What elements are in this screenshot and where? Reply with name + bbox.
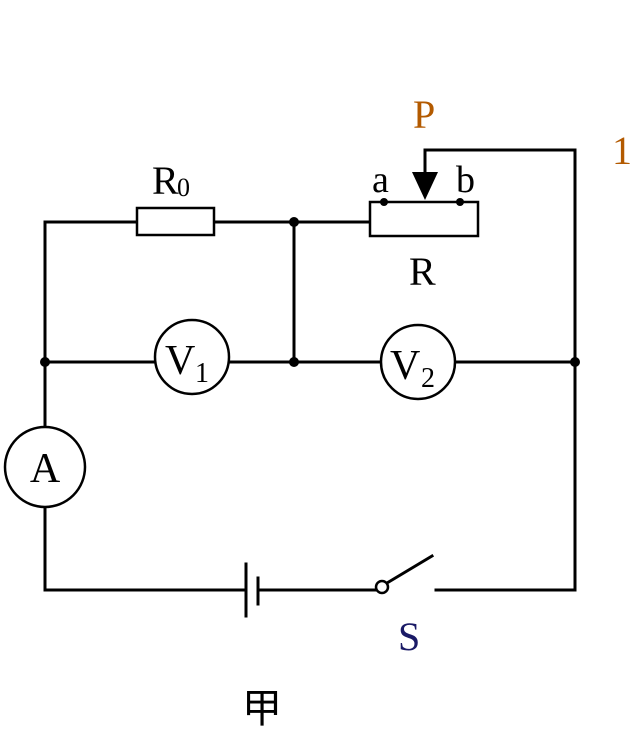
switch-label: S	[398, 614, 420, 659]
wires	[43, 148, 577, 592]
switch	[374, 553, 435, 595]
rheostat-end-a-dot	[380, 198, 388, 206]
slider-arrow	[412, 172, 438, 200]
battery	[244, 562, 260, 618]
rheostat-end-a-label: a	[372, 159, 389, 201]
junction-left	[40, 357, 50, 367]
resistor-r0	[135, 206, 216, 237]
voltmeter-v2-label: V	[390, 343, 420, 389]
corner-mark-label: 1	[612, 128, 632, 173]
voltmeter-v2	[379, 323, 457, 401]
junction-mid-bottom	[289, 357, 299, 367]
voltmeter-v1-label: V	[165, 338, 195, 384]
slider-label-p: P	[413, 92, 435, 137]
figure-caption: 甲	[242, 686, 282, 732]
rheostat-label: R	[409, 249, 436, 294]
r0-label: R	[152, 158, 179, 203]
ammeter	[3, 425, 87, 509]
junction-mid-top	[289, 217, 299, 227]
voltmeter-v2-subscript: 2	[421, 363, 435, 394]
rheostat-end-b-dot	[456, 198, 464, 206]
rheostat-r	[368, 200, 480, 238]
ammeter-label: A	[30, 446, 61, 492]
r0-subscript: 0	[177, 173, 190, 202]
switch-pivot	[374, 579, 390, 595]
junction-right	[570, 357, 580, 367]
switch-blade	[384, 553, 435, 586]
voltmeter-v1-subscript: 1	[195, 358, 209, 389]
rheostat-end-b-label: b	[456, 159, 475, 201]
voltmeter-v1	[153, 318, 231, 396]
